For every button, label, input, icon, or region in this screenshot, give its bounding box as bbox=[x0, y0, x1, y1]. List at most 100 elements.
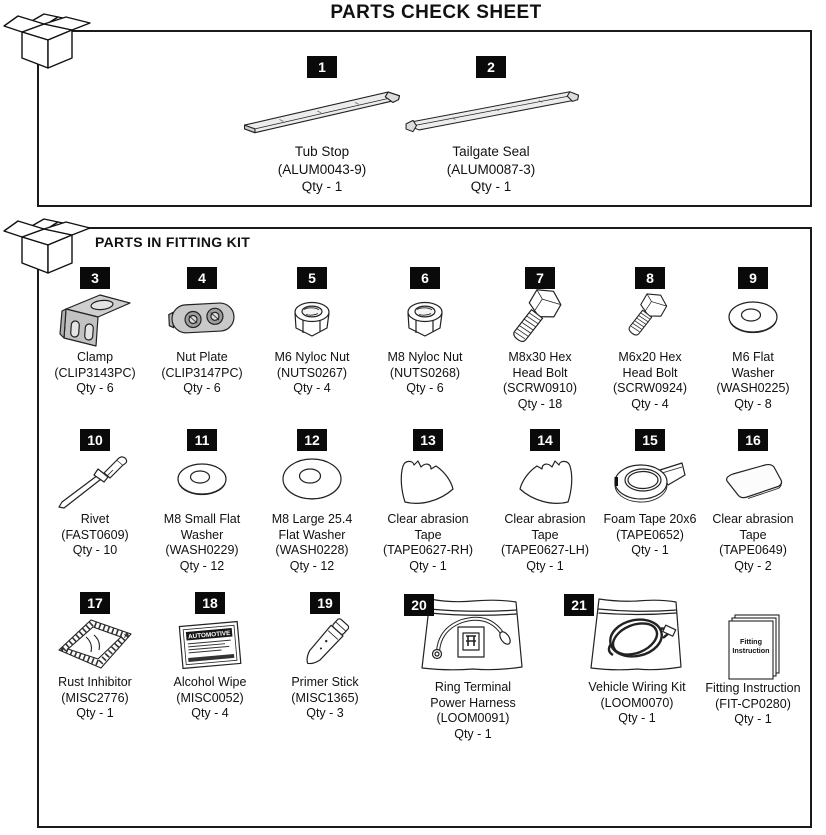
part-number-badge: 10 bbox=[80, 429, 110, 451]
part-item: 1 Tub Stop (ALUM0043-9) Qty - 1 bbox=[237, 56, 407, 196]
part-number-badge: 4 bbox=[187, 267, 217, 289]
part-number: 4 bbox=[198, 270, 206, 286]
part-number: 14 bbox=[537, 432, 553, 448]
part-code: (FAST0609) bbox=[61, 527, 129, 542]
part-item: 2 Tailgate Seal (ALUM0087-3) Qty - 1 bbox=[400, 56, 582, 196]
part-number: 12 bbox=[304, 432, 320, 448]
part-code: (WASH0225) bbox=[716, 381, 790, 395]
wiring-kit-bag-icon bbox=[560, 592, 714, 676]
primer-stick-icon bbox=[269, 617, 381, 671]
part-number-badge: 6 bbox=[410, 267, 440, 289]
part-code: (TAPE0649) bbox=[719, 543, 787, 557]
part-number-badge: 7 bbox=[525, 267, 555, 289]
part-item: 21 Vehicle Wiring Kit (LOOM0070) Qty - 1 bbox=[560, 592, 714, 727]
part-qty: Qty - 6 bbox=[183, 381, 221, 395]
part-name: M8 Nyloc Nut bbox=[387, 350, 463, 364]
part-code: (FIT-CP0280) bbox=[715, 696, 791, 711]
part-qty: Qty - 1 bbox=[526, 558, 564, 573]
part-name: Clear abrasion Tape bbox=[712, 512, 794, 542]
part-code: (LOOM0070) bbox=[600, 695, 674, 710]
part-qty: Qty - 1 bbox=[618, 711, 656, 725]
part-code: (WASH0229) bbox=[165, 543, 239, 557]
part-number: 6 bbox=[421, 270, 429, 286]
part-number-badge: 17 bbox=[80, 592, 110, 614]
part-number: 18 bbox=[202, 595, 218, 611]
part-item: 12 M8 Large 25.4 Flat Washer (WASH0228) … bbox=[256, 429, 368, 574]
part-qty: Qty - 8 bbox=[734, 396, 772, 411]
part-number: 13 bbox=[420, 432, 436, 448]
part-code: (MISC1365) bbox=[291, 690, 359, 705]
part-number: 1 bbox=[318, 59, 326, 75]
nyloc-nut-icon bbox=[369, 292, 481, 346]
part-item: 13 Clear abrasion Tape (TAPE0627-RH) Qty… bbox=[372, 429, 484, 574]
nut-plate-icon bbox=[146, 292, 258, 346]
part-number-badge: 8 bbox=[635, 267, 665, 289]
box-contents-section bbox=[37, 30, 812, 207]
rust-inhibitor-icon bbox=[39, 617, 151, 671]
part-name: Nut Plate bbox=[176, 350, 228, 364]
part-number-badge: 2 bbox=[476, 56, 506, 78]
part-name: Foam Tape 20x6 bbox=[603, 512, 697, 526]
part-item: 3 Clamp (CLIP3143PC) Qty - 6 bbox=[39, 267, 151, 397]
part-name: Clear abrasion Tape bbox=[387, 512, 469, 542]
part-code: (ALUM0043-9) bbox=[277, 161, 367, 177]
part-name: Rivet bbox=[80, 512, 110, 526]
part-name: Clamp bbox=[76, 350, 114, 364]
part-item: 8 M6x20 Hex Head Bolt (SCRW0924) Qty - 4 bbox=[594, 267, 706, 412]
part-code: (CLIP3143PC) bbox=[54, 365, 136, 380]
part-qty: Qty - 1 bbox=[470, 179, 512, 195]
part-qty: Qty - 1 bbox=[734, 712, 772, 726]
part-number-badge: 15 bbox=[635, 429, 665, 451]
part-code: (TAPE0627-LH) bbox=[501, 543, 589, 557]
page-title: PARTS CHECK SHEET bbox=[330, 2, 542, 23]
svg-text:Instruction: Instruction bbox=[732, 646, 769, 655]
part-name: M6x20 Hex Head Bolt bbox=[618, 350, 682, 380]
part-qty: Qty - 2 bbox=[734, 558, 772, 573]
fitting-kit-header: PARTS IN FITTING KIT bbox=[95, 234, 251, 250]
carton-box-icon bbox=[0, 4, 96, 78]
part-name: Alcohol Wipe bbox=[173, 675, 247, 689]
part-qty: Qty - 1 bbox=[409, 558, 447, 573]
part-number: 20 bbox=[411, 597, 427, 613]
alcohol-wipe-icon: AUTOMOTIVE bbox=[154, 617, 266, 671]
part-name: Tub Stop bbox=[294, 144, 350, 159]
abrasion-tape-lh-icon bbox=[489, 454, 601, 508]
part-code: (NUTS0267) bbox=[276, 365, 348, 380]
tape-sheet-icon bbox=[697, 454, 809, 508]
part-qty: Qty - 1 bbox=[301, 179, 343, 195]
part-number-badge: 18 bbox=[195, 592, 225, 614]
part-number: 16 bbox=[745, 432, 761, 448]
part-item: 14 Clear abrasion Tape (TAPE0627-LH) Qty… bbox=[489, 429, 601, 574]
hex-bolt-icon bbox=[484, 289, 596, 346]
part-name: Primer Stick bbox=[291, 675, 359, 689]
part-qty: Qty - 3 bbox=[306, 706, 344, 720]
part-code: (MISC0052) bbox=[176, 690, 244, 705]
part-name: M8x30 Hex Head Bolt bbox=[508, 350, 572, 380]
part-qty: Qty - 10 bbox=[72, 543, 118, 557]
part-number-badge: 9 bbox=[738, 267, 768, 289]
harness-bag-icon bbox=[400, 592, 546, 676]
part-item: 15 Foam Tape 20x6 (TAPE0652) Qty - 1 bbox=[590, 429, 710, 559]
part-number: 11 bbox=[194, 432, 210, 448]
part-code: (MISC2776) bbox=[61, 690, 129, 705]
tub-stop-rail-icon bbox=[237, 81, 407, 139]
part-number-badge: 3 bbox=[80, 267, 110, 289]
part-number: 17 bbox=[87, 595, 103, 611]
part-qty: Qty - 4 bbox=[191, 706, 229, 720]
part-item: 19 Primer Stick (MISC1365) Qty - 3 bbox=[269, 592, 381, 722]
nyloc-nut-icon bbox=[256, 292, 368, 346]
part-item: 6 M8 Nyloc Nut (NUTS0268) Qty - 6 bbox=[369, 267, 481, 397]
part-name: Ring Terminal Power Harness bbox=[430, 680, 516, 710]
part-item: 11 M8 Small Flat Washer (WASH0229) Qty -… bbox=[146, 429, 258, 574]
part-number: 3 bbox=[91, 270, 99, 286]
part-name: M6 Flat Washer bbox=[731, 350, 775, 380]
rivet-icon bbox=[39, 454, 151, 509]
part-item: 9 M6 Flat Washer (WASH0225) Qty - 8 bbox=[697, 267, 809, 412]
part-number-badge: 21 bbox=[564, 594, 594, 616]
part-number: 5 bbox=[308, 270, 316, 286]
part-qty: Qty - 1 bbox=[454, 726, 492, 741]
part-item: 18 AUTOMOTIVE Alcohol Wipe (MISC0052) Qt… bbox=[154, 592, 266, 722]
part-name: M8 Large 25.4 Flat Washer bbox=[271, 512, 353, 542]
part-number: 10 bbox=[87, 432, 103, 448]
